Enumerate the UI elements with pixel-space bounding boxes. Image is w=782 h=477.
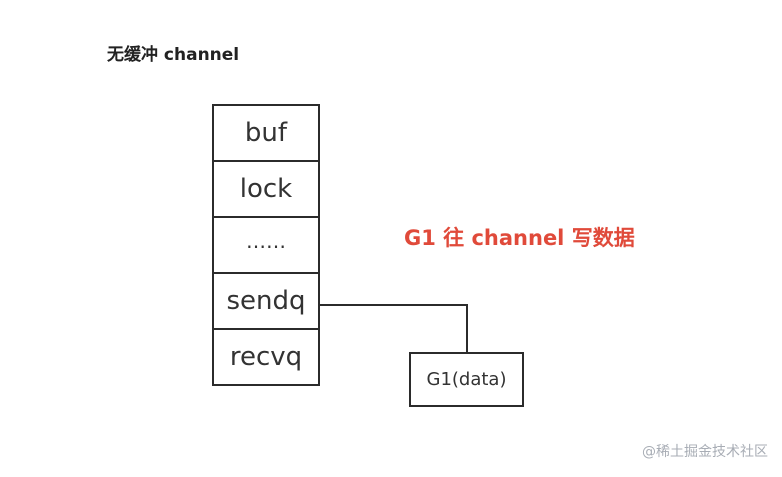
field-recvq: recvq bbox=[212, 328, 320, 386]
annotation-text: G1 往 channel 写数据 bbox=[404, 226, 635, 250]
field-sendq: sendq bbox=[212, 272, 320, 330]
watermark: @稀土掘金技术社区 bbox=[642, 444, 768, 460]
field-ellipsis: …… bbox=[212, 216, 320, 274]
goroutine-box: G1(data) bbox=[409, 352, 524, 407]
field-buf: buf bbox=[212, 104, 320, 162]
diagram-title: 无缓冲 channel bbox=[107, 45, 240, 65]
field-lock: lock bbox=[212, 160, 320, 218]
sendq-connector-line bbox=[320, 304, 468, 352]
hchan-struct: buf lock …… sendq recvq bbox=[212, 104, 320, 386]
